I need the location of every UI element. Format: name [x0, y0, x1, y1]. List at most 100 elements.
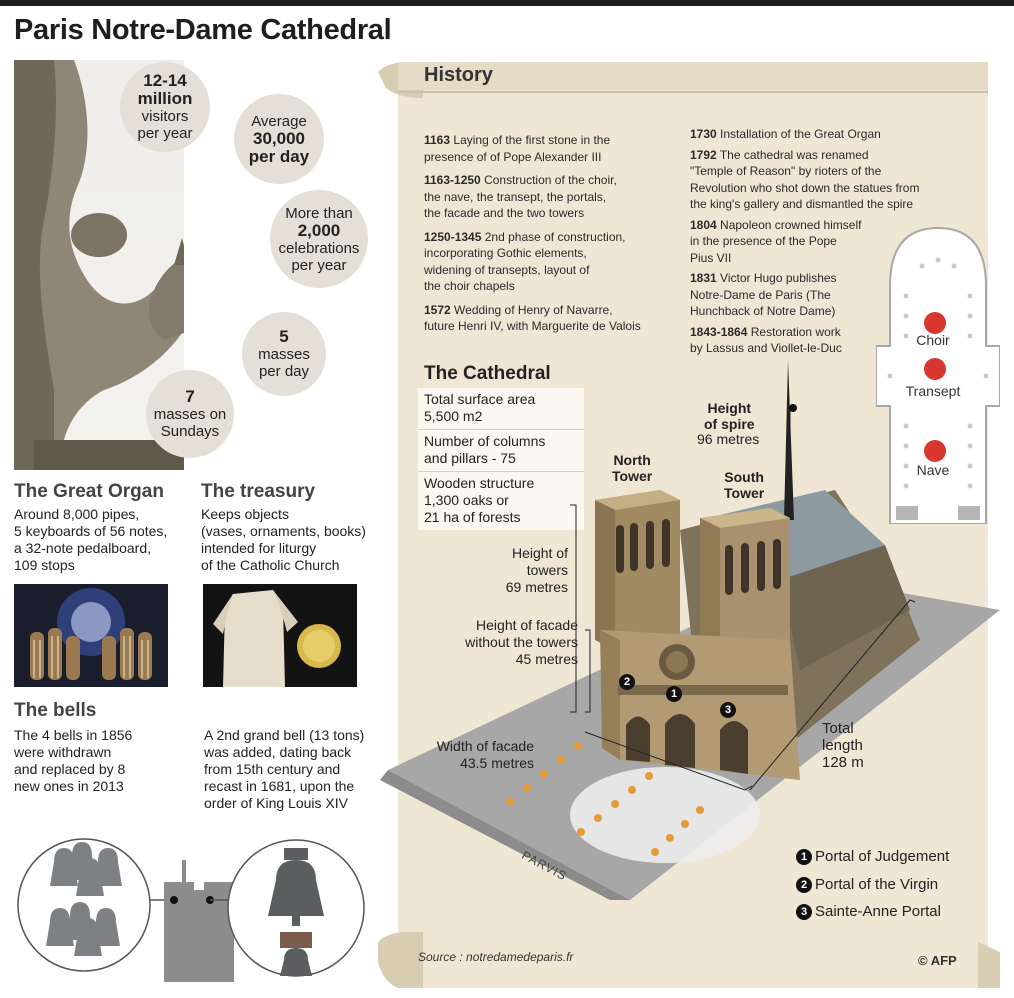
bells-heading: The bells: [14, 700, 97, 721]
history-right-column: 1730 Installation of the Great Organ 179…: [690, 126, 995, 357]
history-year: 1792: [690, 147, 717, 162]
afp-credit: © AFP: [918, 953, 957, 968]
fact-wooden: Wooden structure 1,300 oaks or 21 ha of …: [424, 475, 535, 525]
treasury-heading: The treasury: [201, 481, 316, 502]
label-north-tower: North Tower: [612, 452, 653, 484]
stat-daily-prefix: Average: [251, 112, 307, 130]
stat-visitors-unit: million: [137, 89, 193, 108]
stat-masses-sunday: 7 masses on Sundays: [146, 370, 234, 458]
nave-marker: [924, 440, 946, 462]
top-rule: [0, 0, 1014, 6]
stat-masses-sunday-text: masses on Sundays: [153, 406, 227, 440]
cathedral-illustration: [380, 340, 1005, 900]
portal-legend-number: 3: [796, 904, 812, 921]
organ-illustration: [30, 588, 152, 680]
spire-marker: [789, 404, 797, 412]
stat-masses-day-number: 5: [279, 327, 289, 346]
history-entry: 1730 Installation of the Great Organ: [690, 126, 995, 143]
portal-legend-number: 2: [796, 877, 812, 894]
history-text: The cathedral was renamed "Temple of Rea…: [690, 147, 920, 212]
great-organ-heading: The Great Organ: [14, 481, 164, 502]
history-entry: 1572 Wedding of Henry of Navarre, future…: [424, 302, 684, 335]
stat-celebrations: More than 2,000 celebrations per year: [270, 190, 368, 288]
history-entry: 1843-1864 Restoration work by Lassus and…: [690, 324, 995, 357]
history-year: 1163-1250: [424, 173, 481, 187]
cathedral-drawing: [380, 360, 1000, 900]
history-heading: History: [424, 64, 493, 86]
portal-marker-2: 2: [619, 674, 635, 690]
fact-surface: Total surface area 5,500 m2: [418, 388, 584, 430]
portal-marker-3: 3: [720, 702, 736, 718]
portal-legend-name: Sainte-Anne Portal: [815, 903, 941, 920]
stat-masses-sunday-number: 7: [185, 387, 195, 406]
label-south-tower: South Tower: [724, 469, 765, 501]
treasury-illustration: [213, 590, 341, 687]
stat-visitors-text: visitors per year: [137, 108, 193, 142]
choir-marker: [924, 312, 946, 334]
treasury-photo: [203, 584, 357, 687]
stat-daily: Average 30,000 per day: [234, 94, 324, 184]
history-entry: 1250-1345 2nd phase of construction, inc…: [424, 229, 684, 295]
history-entry: 1163 Laying of the first stone in the pr…: [424, 132, 684, 165]
transept-marker: [924, 358, 946, 380]
source-note: Source : notredamedeparis.fr: [418, 950, 574, 964]
fact-columns: Number of columns and pillars - 75: [418, 430, 584, 472]
bells-illustration: [17, 838, 365, 982]
history-year: 1572: [424, 302, 451, 317]
history-entry: 1792 The cathedral was renamed "Temple o…: [690, 147, 995, 213]
history-year: 1804: [690, 217, 717, 232]
stat-masses-day: 5 masses per day: [242, 312, 326, 396]
history-text: Restoration work by Lassus and Viollet-l…: [690, 324, 842, 356]
plan-label-choir: Choir: [916, 332, 950, 348]
history-text: 2nd phase of construction, incorporating…: [424, 229, 626, 294]
stat-celebrations-text: celebrations per year: [278, 239, 360, 274]
label-spire-value: 96 metres: [697, 431, 760, 447]
history-text: Napoleon crowned himself in the presence…: [690, 217, 862, 265]
stat-daily-number: 30,000: [253, 128, 305, 148]
history-entry: 1163-1250 Construction of the choir, the…: [424, 172, 684, 222]
portal-marker-1: 1: [666, 686, 682, 702]
history-left-column: 1163 Laying of the first stone in the pr…: [424, 132, 684, 335]
stat-visitors: 12-14 million visitors per year: [120, 62, 210, 152]
stat-visitors-number: 12-14: [143, 71, 187, 90]
history-entry: 1831 Victor Hugo publishes Notre-Dame de…: [690, 270, 995, 320]
bells-text-right: A 2nd grand bell (13 tons) was added, da…: [204, 727, 365, 811]
portal-legend-name: Portal of Judgement: [815, 848, 950, 865]
history-year: 1730: [690, 127, 717, 141]
history-text: Construction of the choir, the nave, the…: [424, 173, 617, 220]
label-spire-height: Height of spire: [704, 400, 755, 432]
history-year: 1163: [424, 133, 451, 147]
history-text: Victor Hugo publishes Notre-Dame de Pari…: [690, 271, 837, 318]
bells-diagram: [14, 820, 384, 990]
label-towers-height: Height of towers 69 metres: [505, 545, 568, 595]
cathedral-facts: Total surface area 5,500 m2 Number of co…: [418, 388, 584, 530]
plan-label-transept: Transept: [905, 383, 961, 399]
history-text: Laying of the first stone in the presenc…: [424, 133, 611, 164]
stat-celebrations-prefix: More than: [285, 204, 353, 222]
portal-legend-name: Portal of the Virgin: [815, 876, 939, 893]
great-organ-text: Around 8,000 pipes, 5 keyboards of 56 no…: [14, 506, 168, 573]
portal-legend-number: 1: [796, 849, 812, 866]
history-year: 1250-1345: [424, 229, 482, 244]
history-text: Installation of the Great Organ: [720, 127, 881, 141]
stat-masses-day-text: masses per day: [258, 346, 310, 380]
cathedral-heading: The Cathedral: [424, 363, 551, 384]
history-year: 1843-1864: [690, 324, 748, 339]
label-facade-width: Width of facade 43.5 metres: [436, 738, 534, 771]
gargoyle-illustration: [14, 60, 184, 470]
plan-label-nave: Nave: [916, 462, 950, 478]
treasury-text: Keeps objects (vases, ornaments, books) …: [201, 506, 366, 573]
history-year: 1831: [690, 271, 717, 285]
organ-photo: [14, 584, 168, 687]
page-title: Paris Notre-Dame Cathedral: [14, 14, 392, 46]
history-text: Wedding of Henry of Navarre, future Henr…: [424, 302, 641, 334]
history-entry: 1804 Napoleon crowned himself in the pre…: [690, 217, 995, 267]
bells-text-left: The 4 bells in 1856 were withdrawn and r…: [14, 727, 133, 794]
label-total-length: Total length 128 m: [822, 720, 864, 771]
label-facade-height: Height of facade without the towers 45 m…: [465, 617, 578, 667]
stat-celebrations-number: 2,000: [297, 220, 341, 240]
stat-daily-unit: per day: [248, 146, 310, 166]
